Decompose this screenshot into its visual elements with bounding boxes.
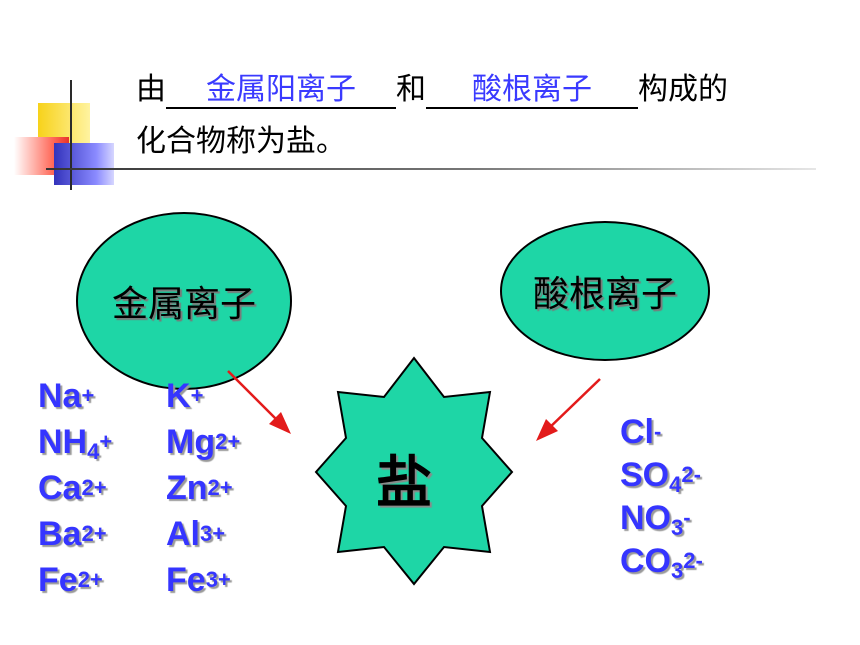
sentence-prefix: 由 [136, 72, 166, 107]
acid-radical-label: 酸根离子 [532, 274, 677, 315]
ion-charge: 2+ [81, 521, 107, 546]
salt-star [314, 356, 514, 586]
ion-formula: NO3- [620, 499, 691, 540]
ion-formula: Ba2+ [38, 515, 107, 554]
ion-symbol: Ba [38, 515, 82, 553]
title-divider [46, 168, 816, 170]
ion-subscript: 3 [671, 558, 684, 583]
ion-charge: - [654, 419, 662, 444]
sentence-suffix: 构成的 [638, 72, 728, 107]
ion-formula: Cl- [620, 413, 661, 452]
ion-symbol: Al [166, 515, 200, 553]
answer-blank-2: 酸根离子 [426, 73, 638, 109]
ion-subscript: 4 [669, 472, 682, 497]
ion-symbol: NO [620, 499, 671, 537]
ion-charge: + [99, 429, 113, 454]
decor-vertical-line [70, 80, 72, 190]
ion-symbol: Cl [620, 413, 654, 451]
decor-blue-square [54, 143, 114, 185]
ion-subscript: 4 [87, 439, 100, 464]
ion-formula: Fe2+ [38, 561, 103, 600]
ion-symbol: Ca [38, 469, 82, 507]
ion-formula: Al3+ [166, 515, 225, 554]
ion-charge: + [190, 383, 204, 408]
ion-formula: K+ [166, 377, 203, 416]
ion-symbol: CO [620, 542, 671, 580]
arrow-left-head [269, 412, 291, 434]
ion-symbol: Zn [166, 469, 208, 507]
ion-charge: 2+ [215, 429, 241, 454]
arrow-right-head [536, 419, 558, 441]
ion-formula: SO42- [620, 456, 701, 497]
ion-formula: Ca2+ [38, 469, 107, 508]
ion-subscript: 3 [671, 515, 684, 540]
sentence-mid: 和 [396, 72, 426, 107]
ion-symbol: Na [38, 377, 82, 415]
ion-formula: Mg2+ [166, 423, 240, 462]
ion-symbol: K [166, 377, 191, 415]
ion-symbol: NH [38, 423, 88, 461]
ion-charge: 3+ [200, 521, 226, 546]
ion-charge: 2+ [207, 475, 233, 500]
acid-radical-oval: 酸根离子 [500, 221, 710, 361]
ion-formula: Na+ [38, 377, 94, 416]
ion-formula: NH4+ [38, 423, 113, 464]
ion-formula: CO32- [620, 542, 703, 583]
answer-blank-1: 金属阳离子 [166, 73, 396, 109]
ion-charge: 2+ [77, 567, 103, 592]
definition-sentence: 由金属阳离子和酸根离子构成的 化合物称为盐。 [136, 64, 836, 168]
ion-charge: 2- [683, 548, 703, 573]
metal-ion-oval: 金属离子 [76, 212, 292, 390]
ion-charge: 3+ [205, 567, 231, 592]
metal-ion-label: 金属离子 [111, 284, 256, 325]
ion-symbol: SO [620, 456, 670, 494]
ion-charge: - [683, 505, 691, 530]
ion-charge: + [81, 383, 95, 408]
sentence-line-2: 化合物称为盐。 [136, 124, 346, 159]
ion-symbol: Fe [166, 561, 206, 599]
ion-charge: 2- [681, 462, 701, 487]
arrow-left-shaft [227, 370, 282, 425]
ion-formula: Zn2+ [166, 469, 233, 508]
ion-symbol: Fe [38, 561, 78, 599]
arrow-right-shaft [545, 378, 601, 432]
ion-symbol: Mg [166, 423, 216, 461]
ion-formula: Fe3+ [166, 561, 231, 600]
salt-label: 盐 [376, 450, 432, 516]
ion-charge: 2+ [81, 475, 107, 500]
